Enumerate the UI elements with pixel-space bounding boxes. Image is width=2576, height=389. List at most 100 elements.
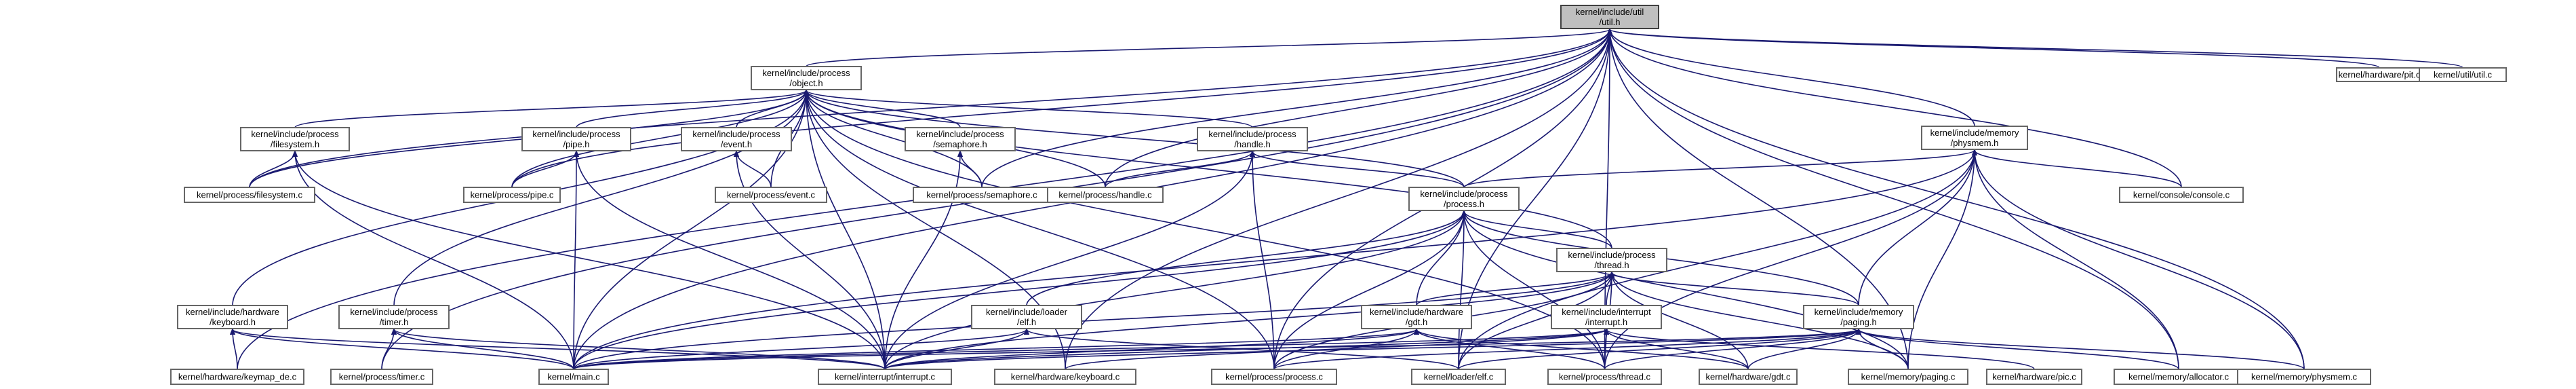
node-event-c[interactable]: kernel/process/event.c — [715, 187, 827, 203]
node-semaphore-c[interactable]: kernel/process/semaphore.c — [913, 187, 1051, 203]
node-box — [1547, 369, 1662, 385]
node-handle-c[interactable]: kernel/process/handle.c — [1047, 187, 1164, 203]
edge-gdt_c-to-thread_h — [1612, 272, 1749, 370]
node-hw-pit-c[interactable]: kernel/hardware/pit.c — [2336, 67, 2423, 82]
node-physmem-h[interactable]: kernel/include/memory/physmem.h — [1921, 126, 2028, 150]
edge-interrupt_c-to-pipe_h — [576, 151, 886, 370]
node-box — [1211, 369, 1337, 385]
node-physmem-c[interactable]: kernel/memory/physmem.c — [2237, 369, 2371, 385]
node-elf-h[interactable]: kernel/include/loader/elf.h — [971, 305, 1082, 329]
node-box — [170, 369, 304, 385]
node-label: kernel/main.c — [547, 372, 600, 382]
node-label: kernel/loader/elf.c — [1424, 372, 1494, 382]
node-gdt-c[interactable]: kernel/hardware/gdt.c — [1699, 369, 1798, 385]
node-label: /util.h — [1599, 17, 1620, 27]
node-event-h[interactable]: kernel/include/process/event.h — [681, 127, 792, 151]
edge-main_c-to-elf_h — [573, 329, 1027, 370]
node-label: kernel/process/filesystem.c — [197, 190, 303, 200]
node-label: /gdt.h — [1406, 317, 1428, 327]
node-box — [1361, 305, 1472, 329]
node-console-c[interactable]: kernel/console/console.c — [2119, 187, 2244, 203]
edge-pic_c-to-interrupt_h — [1606, 329, 2035, 370]
node-label: kernel/process/thread.c — [1559, 372, 1651, 382]
node-interrupt-h[interactable]: kernel/include/interrupt/interrupt.h — [1551, 305, 1662, 329]
edge-handle_h-to-object_h — [806, 90, 1253, 128]
node-box — [1803, 305, 1914, 329]
node-util-util-c[interactable]: kernel/util/util.c — [2419, 67, 2507, 82]
edge-physmem_c-to-paging_h — [1859, 329, 2305, 370]
node-paging-h[interactable]: kernel/include/memory/paging.h — [1803, 305, 1914, 329]
node-label: kernel/process/timer.c — [339, 372, 425, 382]
node-box — [1986, 369, 2082, 385]
edge-interrupt_c-to-timer_h — [394, 329, 886, 370]
node-label: kernel/include/hardware — [1370, 307, 1463, 317]
edge-main_c-to-gdt_h — [573, 329, 1416, 370]
node-main-c[interactable]: kernel/main.c — [538, 369, 609, 385]
node-box — [681, 127, 792, 151]
node-util-h[interactable]: kernel/include/util/util.h — [1560, 5, 1659, 29]
node-pipe-h[interactable]: kernel/include/process/pipe.h — [521, 127, 631, 151]
node-object-h[interactable]: kernel/include/process/object.h — [751, 66, 862, 90]
edge-paging_h-to-physmem_h — [1858, 150, 1975, 306]
edge-process_h-to-object_h — [806, 90, 1465, 188]
node-box — [2237, 369, 2371, 385]
node-label: /event.h — [721, 139, 752, 149]
node-label: kernel/hardware/keyboard.c — [1011, 372, 1120, 382]
edge-object_h-to-util_h — [806, 29, 1610, 67]
node-label: /elf.h — [1017, 317, 1036, 327]
node-box — [521, 127, 631, 151]
node-label: kernel/include/process — [762, 68, 850, 78]
node-interrupt-c[interactable]: kernel/interrupt/interrupt.c — [818, 369, 952, 385]
edge-thread_c-to-paging_h — [1604, 329, 1859, 370]
node-box — [971, 305, 1082, 329]
node-box — [1408, 187, 1520, 211]
node-timer-h[interactable]: kernel/include/process/timer.h — [338, 305, 450, 329]
edge-thread_c-to-physmem_h — [1604, 150, 1975, 370]
node-label: /pipe.h — [563, 139, 589, 149]
edge-interrupt_c-to-keyboard_h — [233, 329, 886, 370]
node-filesystem-h[interactable]: kernel/include/process/filesystem.h — [240, 127, 350, 151]
node-process-c[interactable]: kernel/process/process.c — [1211, 369, 1337, 385]
node-keymap-de-c[interactable]: kernel/hardware/keymap_de.c — [170, 369, 304, 385]
edge-main_c-to-interrupt_h — [573, 329, 1606, 370]
edge-physmem_c-to-physmem_h — [1975, 150, 2305, 370]
node-pic-c[interactable]: kernel/hardware/pic.c — [1986, 369, 2082, 385]
node-box — [177, 305, 288, 329]
node-gdt-h[interactable]: kernel/include/hardware/gdt.h — [1361, 305, 1472, 329]
node-box — [1560, 5, 1659, 29]
edge-gdt_c-to-paging_h — [1747, 329, 1859, 370]
node-label: kernel/memory/paging.c — [1861, 372, 1956, 382]
edge-main_c-to-timer_h — [394, 329, 574, 370]
node-thread-c[interactable]: kernel/process/thread.c — [1547, 369, 1662, 385]
edge-main_c-to-object_h — [573, 90, 806, 370]
node-process-h[interactable]: kernel/include/process/process.h — [1408, 187, 1520, 211]
node-timer-c[interactable]: kernel/process/timer.c — [330, 369, 433, 385]
edge-process_c-to-paging_h — [1273, 329, 1859, 370]
node-pipe-c[interactable]: kernel/process/pipe.c — [463, 187, 561, 203]
edge-process_h-to-handle_h — [1252, 151, 1465, 188]
node-filesystem-c[interactable]: kernel/process/filesystem.c — [184, 187, 315, 203]
edge-interrupt_c-to-filesystem_h — [295, 151, 886, 370]
node-paging-c[interactable]: kernel/memory/paging.c — [1848, 369, 1968, 385]
edge-allocator_c-to-physmem_h — [1975, 150, 2179, 370]
node-semaphore-h[interactable]: kernel/include/process/semaphore.h — [905, 127, 1016, 151]
edge-hw_pit_c-to-util_h — [1610, 29, 2380, 69]
node-label: kernel/include/process — [532, 129, 620, 139]
edge-paging_c-to-process_h — [1464, 211, 1909, 370]
node-thread-h[interactable]: kernel/include/process/thread.h — [1556, 248, 1667, 272]
node-label: kernel/include/process — [692, 129, 780, 139]
node-label: /handle.h — [1234, 139, 1271, 149]
node-box — [751, 66, 862, 90]
node-label: kernel/include/process — [251, 129, 339, 139]
node-label: kernel/include/process — [1568, 250, 1656, 260]
node-label: /object.h — [789, 78, 823, 88]
node-allocator-c[interactable]: kernel/memory/allocator.c — [2114, 369, 2244, 385]
node-box — [818, 369, 952, 385]
node-handle-h[interactable]: kernel/include/process/handle.h — [1197, 127, 1308, 151]
node-elf-c[interactable]: kernel/loader/elf.c — [1411, 369, 1506, 385]
node-keyboard-c[interactable]: kernel/hardware/keyboard.c — [994, 369, 1136, 385]
edge-filesystem_c-to-filesystem_h — [249, 151, 295, 188]
node-keyboard-h[interactable]: kernel/include/hardware/keyboard.h — [177, 305, 288, 329]
node-box — [905, 127, 1016, 151]
node-label: kernel/process/event.c — [727, 190, 816, 200]
